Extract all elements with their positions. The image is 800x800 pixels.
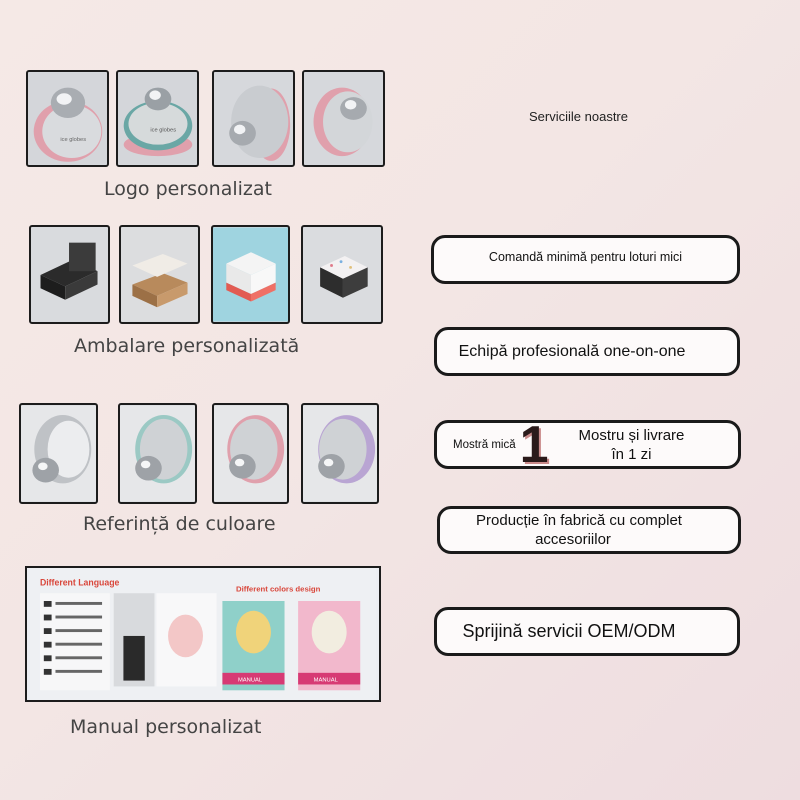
device-silver-icon [21, 405, 96, 502]
packaging-thumb-1[interactable] [29, 225, 110, 324]
device-teal-icon: ice globes [118, 72, 197, 165]
patterned-box-icon [303, 227, 381, 322]
manual-image: Different Language Different colors desi… [30, 568, 376, 700]
packaging-thumb-3[interactable] [211, 225, 290, 324]
logo-thumb-4[interactable] [302, 70, 385, 167]
device-teal-icon [120, 405, 195, 502]
service-moq-label: Comandă minimă pentru loturi mici [488, 249, 683, 264]
service-oem: Sprijină servicii OEM/ODM [434, 607, 740, 656]
section-heading: Serviciile noastre [529, 109, 628, 124]
device-lavender-icon [303, 405, 377, 502]
color-caption: Referință de culoare [83, 513, 276, 535]
service-sample: Mostră mică 1 Mostru și livrare în 1 zi [434, 415, 741, 474]
service-oem-label: Sprijină servicii OEM/ODM [462, 621, 676, 641]
logo-thumb-1[interactable]: ice globes [26, 70, 109, 167]
svg-text:Different Language: Different Language [40, 577, 120, 587]
color-thumb-pink[interactable] [212, 403, 289, 504]
service-team: Echipă profesională one-on-one [434, 327, 740, 376]
manual-caption: Manual personalizat [70, 716, 262, 738]
device-pink-icon [214, 405, 287, 502]
factory-line2: accesoriilor [535, 531, 611, 548]
device-pink-icon: ice globes [28, 72, 107, 165]
svg-text:ice globes: ice globes [60, 137, 86, 143]
red-white-box-icon [213, 227, 288, 322]
factory-line1: Producție în fabrică cu complet [476, 512, 682, 529]
packaging-caption: Ambalare personalizată [74, 335, 300, 357]
logo-thumb-3[interactable] [212, 70, 295, 167]
sample-main-line2: în 1 zi [611, 445, 652, 463]
svg-text:Different colors design: Different colors design [236, 584, 321, 593]
svg-text:MANUAL: MANUAL [314, 678, 339, 684]
packaging-thumb-4[interactable] [301, 225, 383, 324]
device-silver-icon [214, 72, 293, 165]
service-factory: Producție în fabrică cu complet accesori… [437, 506, 741, 554]
service-moq: Comandă minimă pentru loturi mici [431, 235, 740, 284]
sample-big-digit: 1 [519, 415, 549, 474]
color-thumb-teal[interactable] [118, 403, 197, 504]
sample-main-line1: Mostru și livrare [578, 426, 685, 444]
black-box-icon [31, 227, 108, 322]
manual-preview[interactable]: Different Language Different colors desi… [25, 566, 381, 702]
color-thumb-lavender[interactable] [301, 403, 379, 504]
service-team-label: Echipă profesională one-on-one [458, 342, 686, 360]
sample-small-label: Mostră mică [453, 438, 516, 451]
device-pink-side-icon [304, 72, 383, 165]
color-thumb-silver[interactable] [19, 403, 98, 504]
kraft-box-icon [121, 227, 198, 322]
logo-thumb-2[interactable]: ice globes [116, 70, 199, 167]
svg-text:MANUAL: MANUAL [238, 678, 263, 684]
svg-text:ice globes: ice globes [150, 127, 176, 133]
packaging-thumb-2[interactable] [119, 225, 200, 324]
logo-caption: Logo personalizat [104, 178, 272, 200]
